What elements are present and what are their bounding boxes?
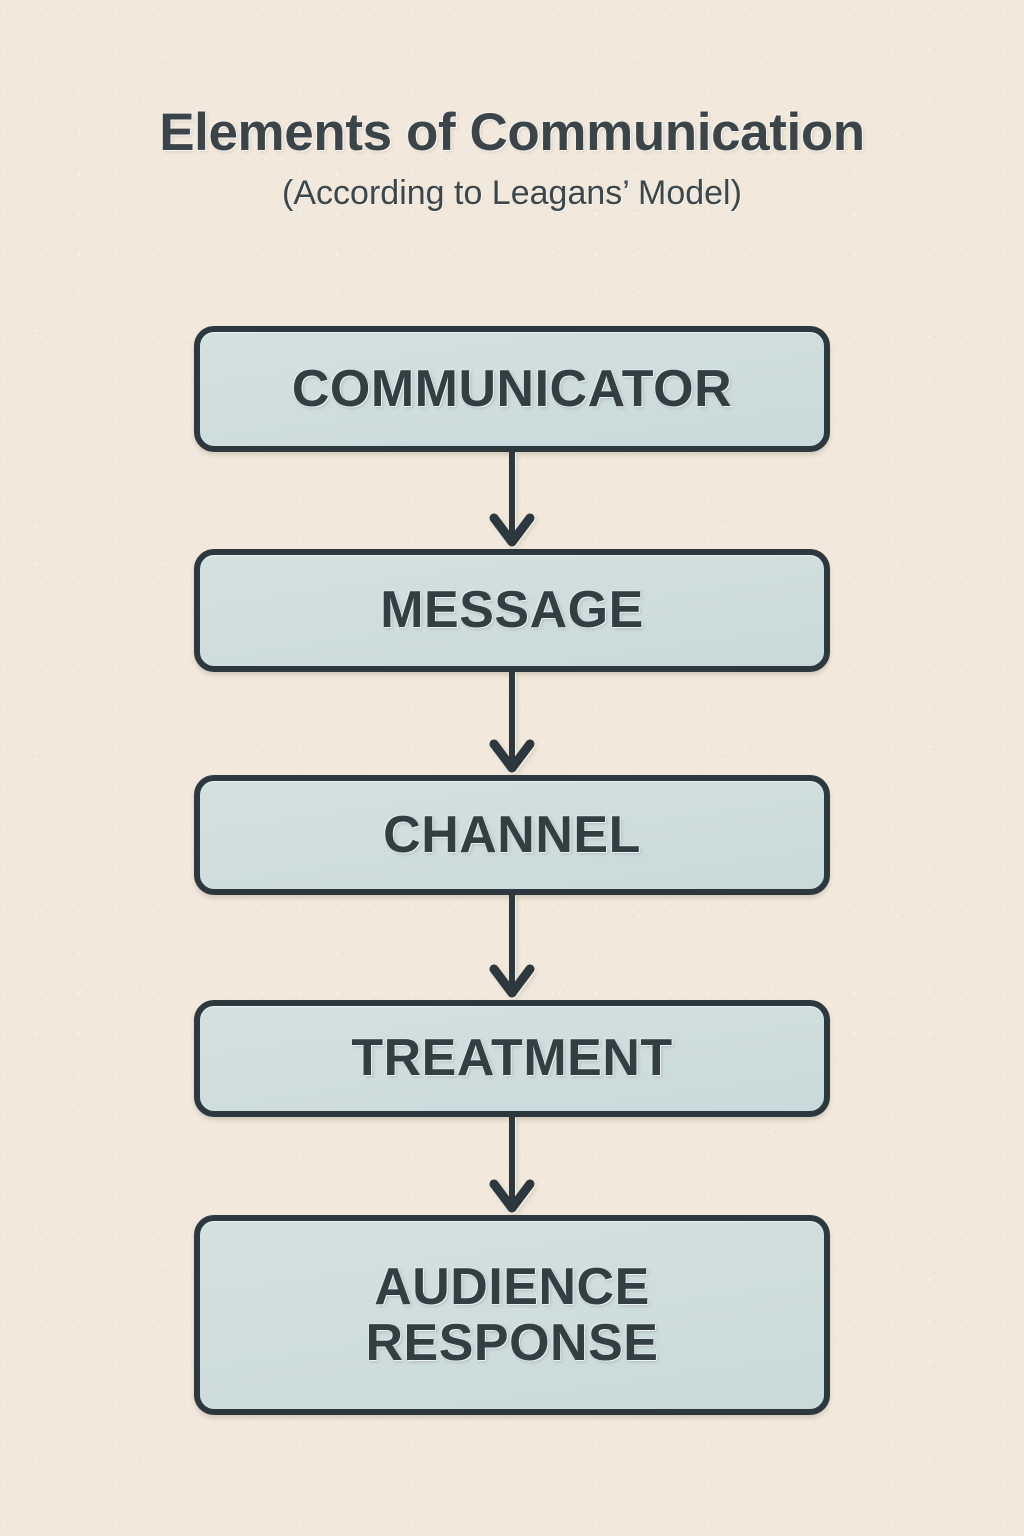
arrow-down-icon [489, 895, 535, 998]
flow-node-label: COMMUNICATOR [291, 359, 733, 418]
flow-node-label: CHANNEL [383, 805, 641, 864]
arrow-down-icon [489, 452, 535, 547]
flow-node-treatment[interactable]: TREATMENT [194, 1000, 830, 1117]
flow-node-label: TREATMENT [351, 1029, 673, 1088]
flowchart: COMMUNICATOR MESSAGE CHANNEL [194, 326, 830, 1415]
flow-node-channel[interactable]: CHANNEL [194, 775, 830, 895]
flow-node-communicator[interactable]: COMMUNICATOR [194, 326, 830, 452]
arrow-down-icon [489, 672, 535, 773]
flow-node-label: AUDIENCE RESPONSE [365, 1257, 659, 1372]
flow-node-audience-response[interactable]: AUDIENCE RESPONSE [194, 1215, 830, 1415]
flow-node-label: MESSAGE [380, 581, 644, 640]
page-subtitle: (According to Leagans’ Model) [282, 174, 742, 213]
connector-communicator-to-message [194, 452, 830, 549]
flow-node-message[interactable]: MESSAGE [194, 549, 830, 672]
connector-treatment-to-audience-response [194, 1117, 830, 1215]
page-title: Elements of Communication [159, 103, 865, 162]
connector-channel-to-treatment [194, 895, 830, 1000]
arrow-down-icon [489, 1117, 535, 1213]
header: Elements of Communication (According to … [0, 104, 1024, 213]
connector-message-to-channel [194, 672, 830, 775]
